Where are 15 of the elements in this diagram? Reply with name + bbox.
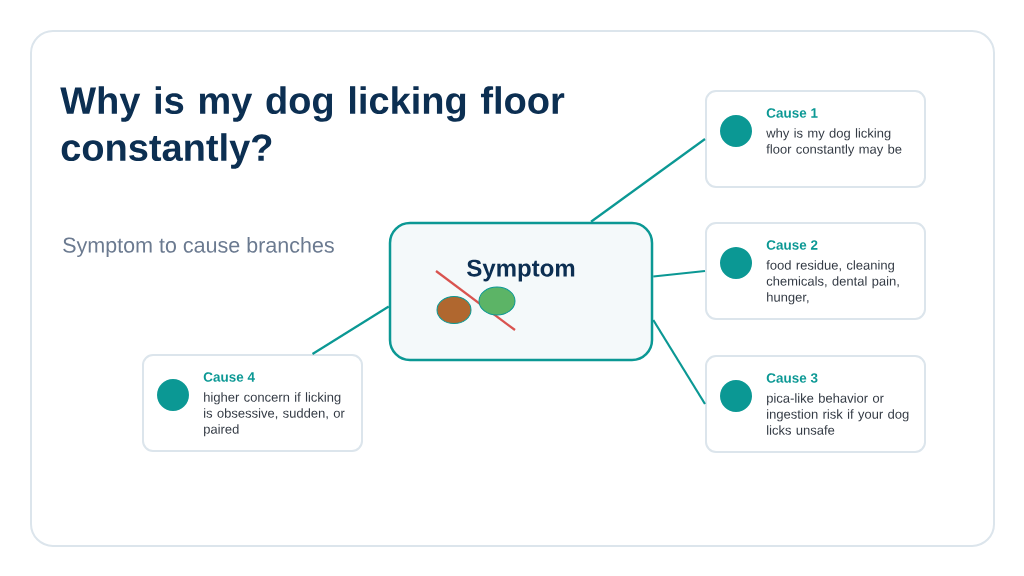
card-text: food residue, cleaning chemicals, dental pain, hunger, [766, 260, 899, 305]
box-title: Symptom [467, 259, 575, 282]
card-text: higher concern if licking is obsessive, sudden, or paired [204, 392, 345, 437]
connector-line [311, 305, 390, 355]
card-heading: Cause 4 [203, 372, 255, 382]
connector-line [653, 269, 706, 278]
connector-line [652, 319, 706, 405]
card-heading: Cause 2 [766, 240, 818, 250]
subtitle: Symptom to cause branches [63, 237, 334, 258]
card-text: why is my dog licking floor constantly may be [766, 128, 902, 157]
card-text: pica-like behavior or ingestion risk if your dog licks unsafe [767, 393, 909, 435]
connector-line [590, 138, 706, 223]
card-heading: Cause 1 [766, 108, 818, 118]
card-heading: Cause 3 [766, 373, 818, 383]
title: Why is my dog licking floor constantly? [60, 86, 565, 169]
